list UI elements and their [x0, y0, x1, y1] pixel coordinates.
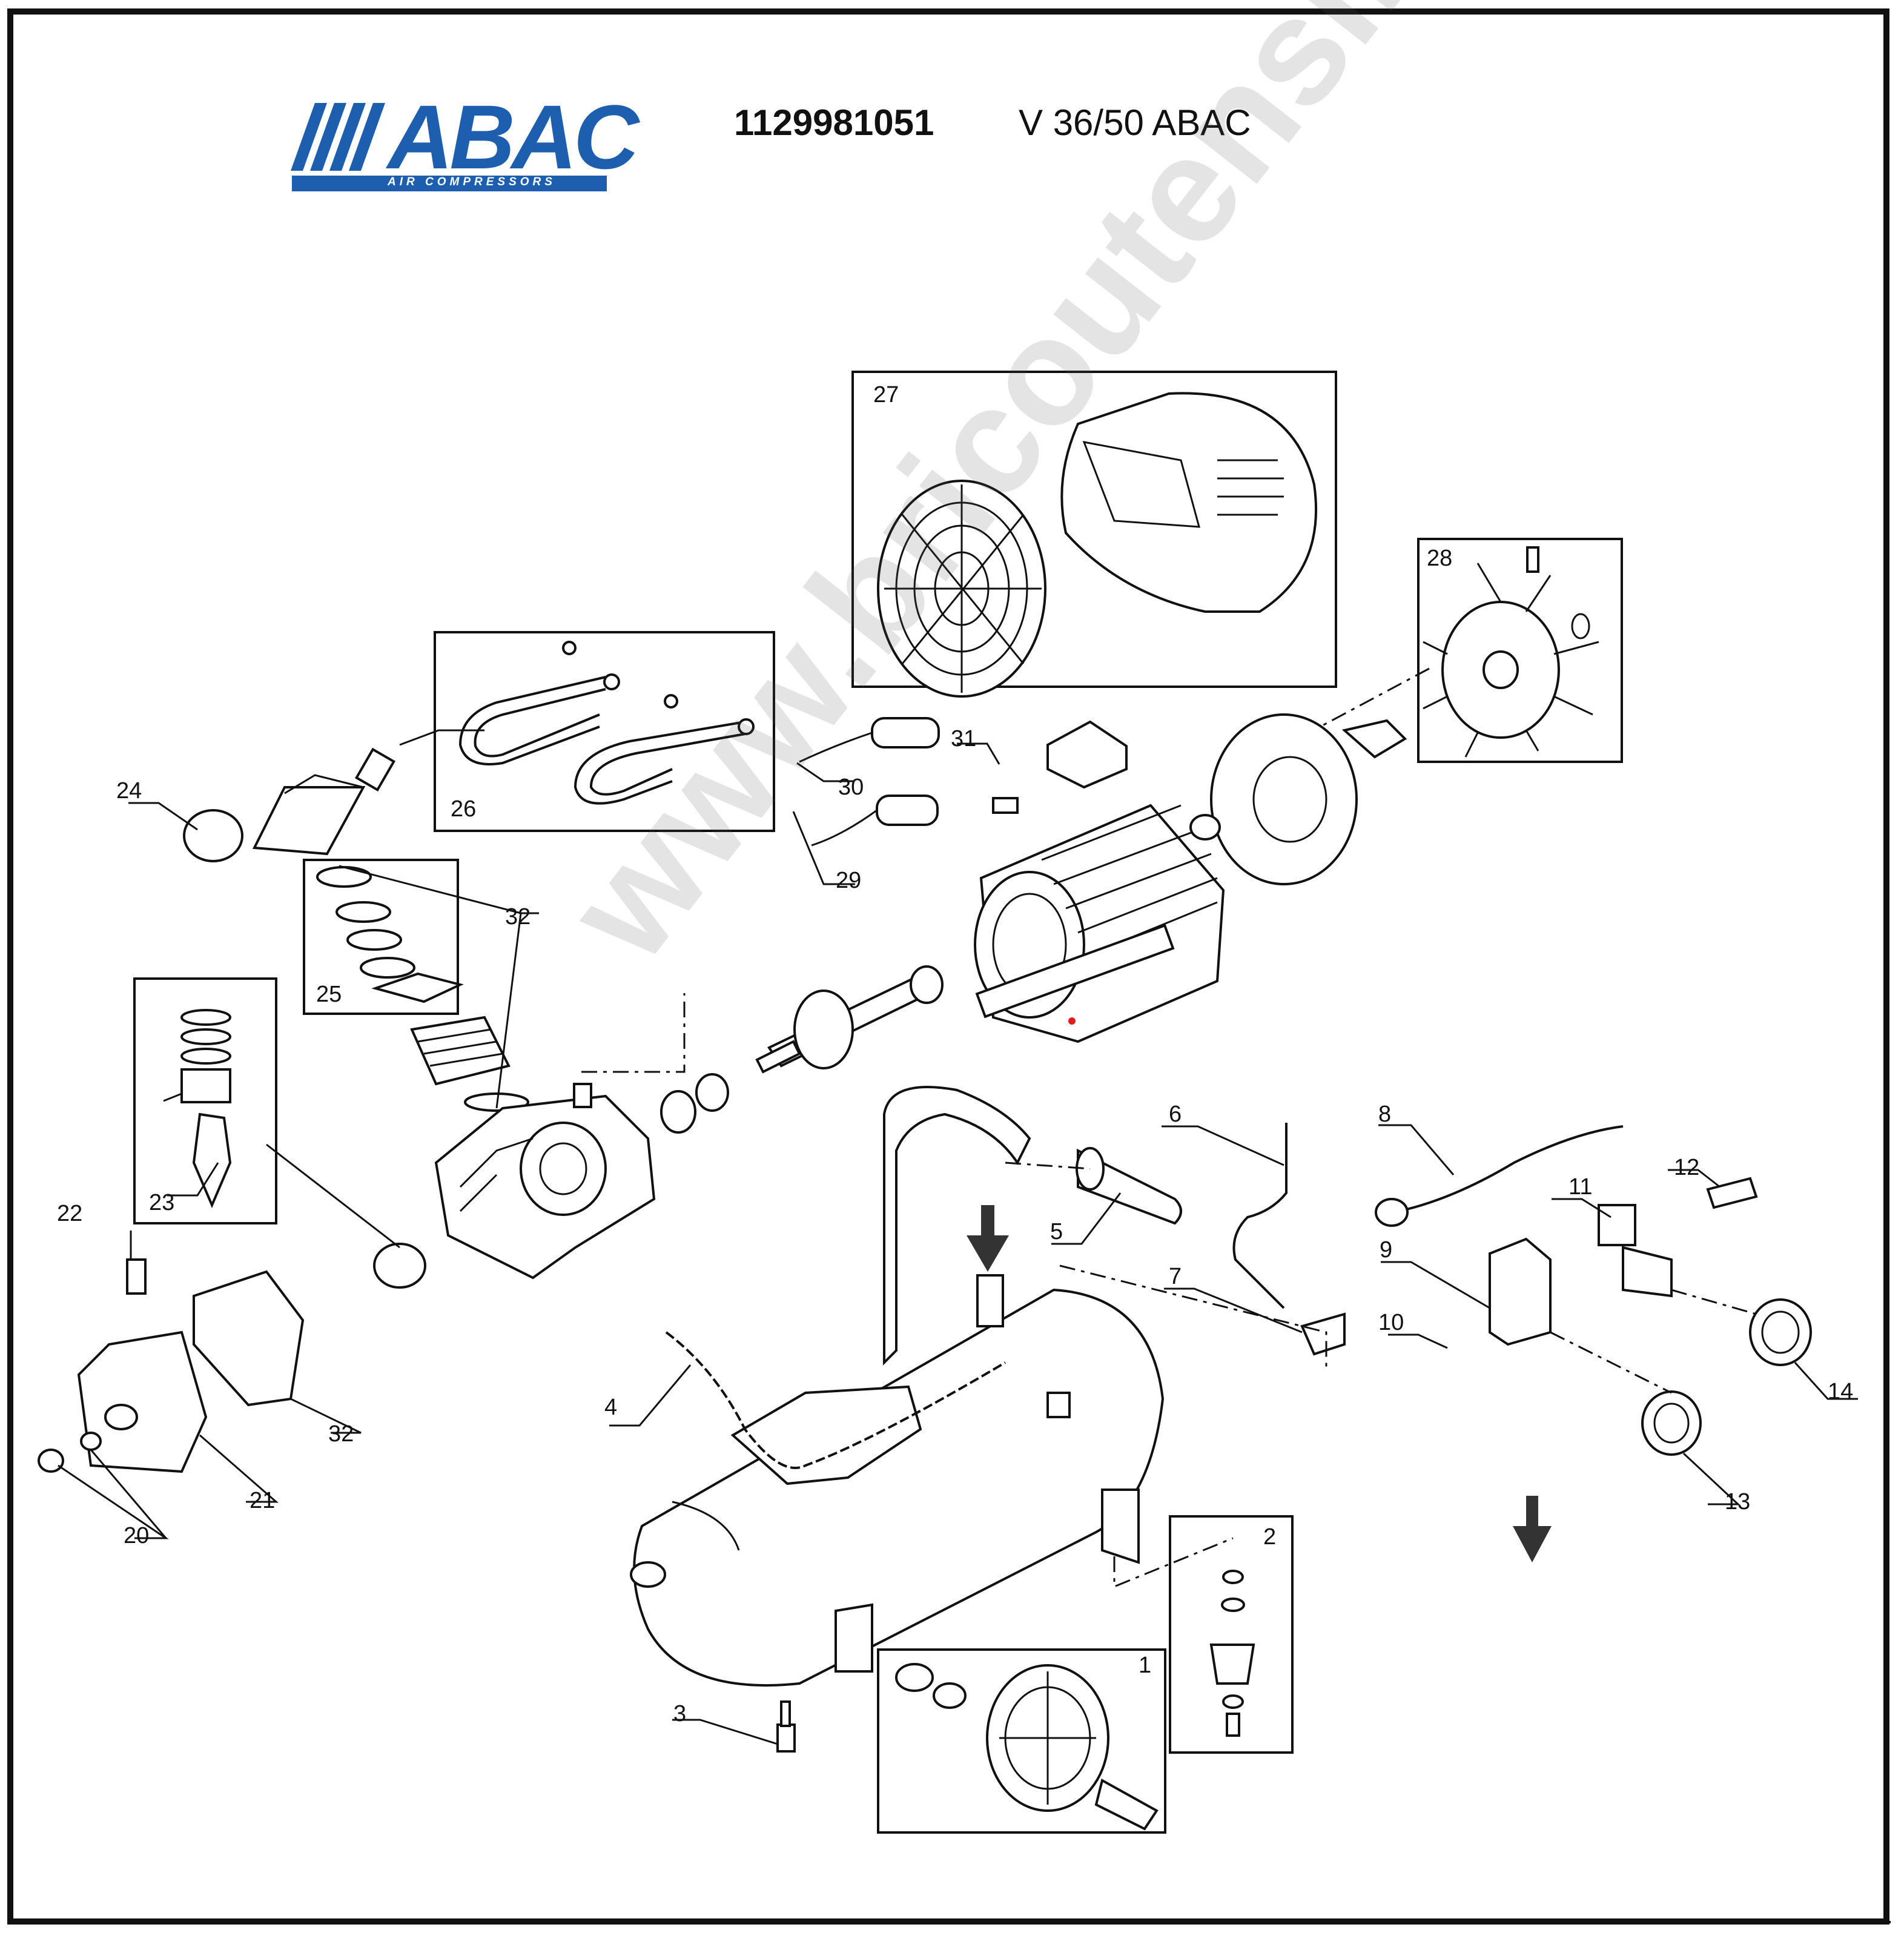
drain-valve: [776, 1700, 796, 1753]
motor-housing: [974, 804, 1225, 1043]
callout-23: 23: [149, 1190, 174, 1215]
callout-20: 20: [124, 1523, 149, 1548]
callout-8: 8: [1378, 1102, 1391, 1127]
cover-gasket: [193, 1270, 305, 1407]
rubber-foot-set: [1209, 1570, 1255, 1737]
abac-logo: ABAC: [291, 86, 644, 191]
callout-26: 26: [451, 796, 476, 822]
crankshaft: [660, 965, 944, 1134]
box-1: [877, 1648, 1166, 1834]
cylinder-head: [183, 747, 396, 862]
fan-guard: [877, 480, 1046, 698]
logo-wordmark: ABAC: [385, 86, 641, 188]
callout-27: 27: [873, 382, 899, 408]
box-23: [133, 977, 277, 1224]
regulator: [1598, 1177, 1758, 1298]
callout-24: 24: [116, 778, 142, 804]
logo-stripes: [291, 103, 385, 171]
breather-plug: [126, 1258, 147, 1295]
callout-30: 30: [838, 775, 864, 800]
callout-28: 28: [1427, 546, 1452, 571]
box-28: [1417, 538, 1623, 763]
logo-bar: [292, 176, 607, 191]
callout-13: 13: [1725, 1489, 1750, 1515]
air-tank: [630, 1086, 1165, 1687]
callout-31: 31: [951, 726, 976, 752]
callout-25: 25: [316, 982, 342, 1007]
crankcase: [434, 1083, 656, 1280]
callout-1: 1: [1139, 1653, 1151, 1678]
wheel-set: [895, 1663, 1159, 1831]
crankcase-cover: [77, 1330, 208, 1473]
model-name: V 36/50 ABAC: [1019, 102, 1251, 143]
power-cable: [1375, 1125, 1624, 1227]
callout-21: 21: [250, 1488, 275, 1513]
box-2: [1169, 1515, 1294, 1754]
callout-6: 6: [1169, 1102, 1182, 1127]
callout-9: 9: [1380, 1237, 1392, 1263]
box-25: [303, 859, 459, 1015]
callout-14: 14: [1828, 1379, 1853, 1404]
cooling-fan: [1423, 546, 1599, 758]
callout-22: 22: [57, 1201, 82, 1226]
eccentric: [373, 1243, 426, 1289]
callout-labels: 1 2 3 4 5 6 7 8 9 10 11 12 13 14 20 21 2…: [57, 382, 1853, 1726]
terminal-box: [992, 720, 1128, 814]
callout-3: 3: [673, 1701, 686, 1726]
oil-seal: [80, 1432, 102, 1451]
callout-32-bottom: 32: [328, 1421, 354, 1447]
box-27: [851, 371, 1337, 688]
leader-lines: [58, 729, 1858, 1745]
table-header-edge: [13, 1921, 1891, 1923]
air-inlet-arrow: [967, 1205, 1009, 1272]
valve-plate-stack: [316, 866, 464, 1003]
part-number: 1129981051: [734, 102, 934, 143]
callout-11: 11: [1568, 1174, 1592, 1200]
callout-7: 7: [1169, 1264, 1182, 1289]
callout-29: 29: [836, 868, 861, 893]
oil-plug: [38, 1449, 64, 1473]
callout-10: 10: [1378, 1310, 1404, 1335]
centre-lines: [581, 667, 1757, 1588]
callout-4: 4: [604, 1395, 617, 1420]
handle-grip: [1076, 1147, 1182, 1225]
callout-12: 12: [1674, 1155, 1699, 1180]
capacitors: [799, 717, 940, 847]
unloader-pipe: [1232, 1123, 1346, 1356]
callout-5: 5: [1050, 1219, 1063, 1244]
gauge-13: [1641, 1390, 1702, 1456]
fan-cover: [1060, 392, 1318, 613]
piston-assembly: [163, 1009, 232, 1209]
callout-32-top: 32: [505, 904, 531, 930]
logo-tagline: AIR COMPRESSORS: [388, 176, 556, 188]
delivery-pipes: [458, 641, 755, 805]
air-outlet-arrow: [1513, 1496, 1552, 1562]
cylinder: [410, 1016, 529, 1112]
motor-end-shield: [1189, 713, 1407, 885]
gauge-14: [1749, 1298, 1812, 1366]
pressure-switch: [1489, 1237, 1552, 1346]
callout-2: 2: [1263, 1524, 1276, 1550]
